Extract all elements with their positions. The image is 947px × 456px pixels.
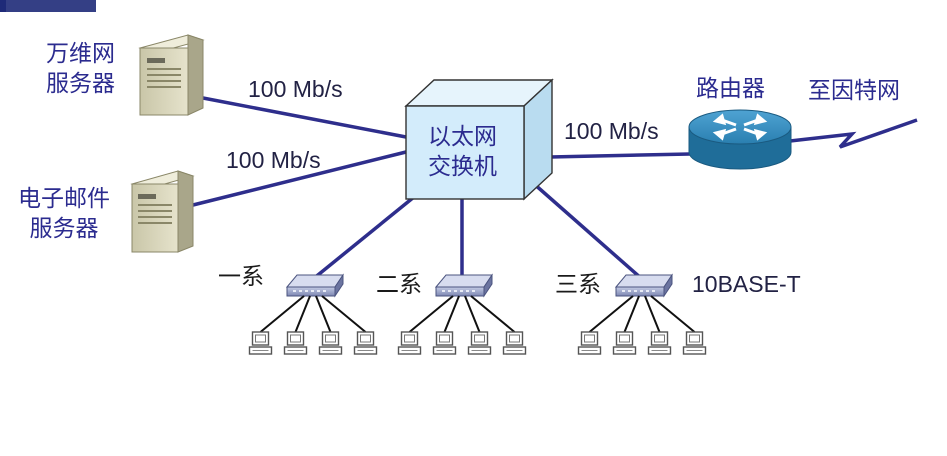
lan-cable	[644, 295, 661, 333]
link-dept-1	[311, 195, 416, 281]
lan-cable	[315, 295, 332, 333]
department-hubs	[248, 273, 707, 355]
link-router	[549, 152, 691, 159]
lan-cable	[408, 295, 454, 333]
lan-cable	[443, 295, 460, 333]
lan-cable	[588, 295, 634, 333]
computer-icon	[502, 331, 527, 355]
computer-icon	[682, 331, 707, 355]
switch-label: 以太网交换机	[428, 124, 497, 180]
lan-cable	[464, 295, 481, 333]
computer-icon	[612, 331, 637, 355]
hub-icon	[434, 273, 493, 298]
link-mail-server	[192, 150, 407, 207]
hub-icon	[614, 273, 673, 298]
computer-icon	[397, 331, 422, 355]
computer-icon	[432, 331, 457, 355]
web-server-icon	[138, 34, 205, 116]
lan-cable	[259, 295, 305, 333]
dept-3-label: 三系	[555, 272, 601, 298]
link-dept-3	[531, 181, 644, 281]
ethernet-switch-icon	[404, 78, 554, 201]
mail-server-icon	[130, 170, 195, 253]
lan-type-label: 10BASE-T	[692, 271, 801, 297]
link-web-server	[202, 96, 407, 139]
router-label: 路由器	[696, 76, 765, 102]
computer-icon	[467, 331, 492, 355]
lan-cable	[623, 295, 640, 333]
mail-server-label: 电子邮件服务器	[18, 186, 110, 242]
dept-2-group	[397, 273, 527, 355]
computer-icon	[647, 331, 672, 355]
links	[192, 96, 918, 281]
slide-corner-marker	[0, 0, 6, 12]
lan-cable	[294, 295, 311, 333]
dept-2-label: 二系	[376, 272, 422, 298]
computer-icon	[283, 331, 308, 355]
link-internet	[789, 118, 918, 149]
dept-1-group	[248, 273, 378, 355]
lan-cable	[470, 295, 516, 333]
router-icon	[688, 109, 792, 170]
dept-3-group	[577, 273, 707, 355]
lan-cable	[321, 295, 367, 333]
internet-label: 至因特网	[808, 78, 900, 104]
router-link-speed: 100 Mb/s	[564, 118, 659, 144]
web-link-speed: 100 Mb/s	[248, 76, 343, 102]
computer-icon	[577, 331, 602, 355]
computer-icon	[353, 331, 378, 355]
web-server-label: 万维网服务器	[46, 41, 115, 97]
computer-icon	[248, 331, 273, 355]
mail-link-speed: 100 Mb/s	[226, 147, 321, 173]
lan-cable	[650, 295, 696, 333]
hub-icon	[285, 273, 344, 298]
dept-1-label: 一系	[218, 264, 264, 290]
computer-icon	[318, 331, 343, 355]
slide-corner-bar	[6, 0, 96, 12]
